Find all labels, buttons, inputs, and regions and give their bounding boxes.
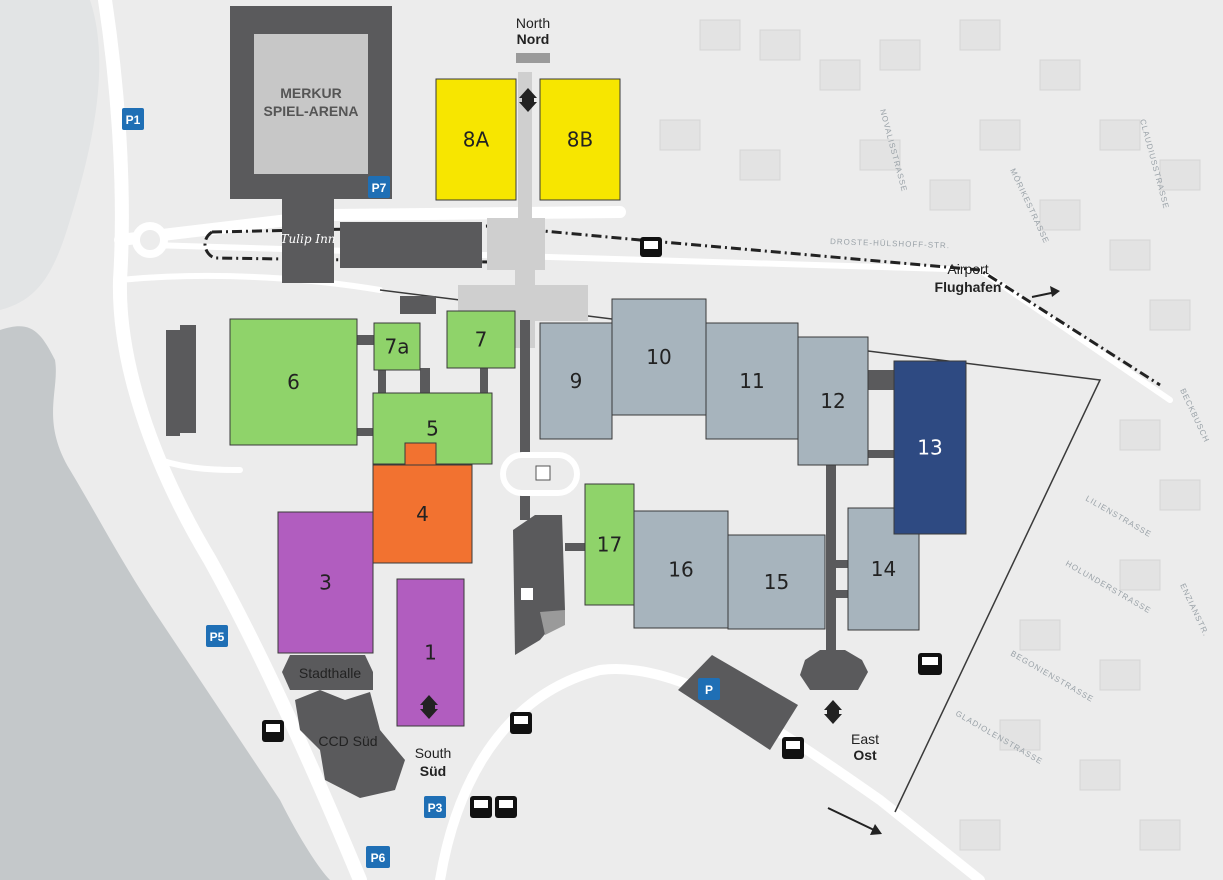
airport-label-de: Flughafen: [935, 279, 1002, 295]
ccd-sued-building: [295, 690, 405, 798]
svg-text:P1: P1: [126, 113, 141, 127]
hall-10[interactable]: [611, 298, 707, 416]
hall-7a[interactable]: [373, 322, 421, 371]
airport-arrow-icon: [1031, 286, 1060, 298]
svg-text:P5: P5: [210, 630, 225, 644]
restaurant-icon: [535, 465, 551, 481]
hotel-name: Tulip Inn: [280, 232, 335, 246]
north-gate-bar: [516, 53, 550, 63]
river-bank: [0, 0, 100, 310]
city-bus-icon-south: [510, 712, 532, 734]
hall-label-7: 7: [475, 328, 488, 352]
parking-sign-p1: P1: [122, 108, 144, 130]
east-entrance-arrow: [824, 700, 842, 724]
south-label-en: South: [415, 745, 452, 761]
shuttle-loop: [203, 230, 491, 264]
hall-12[interactable]: [797, 336, 869, 466]
hall-label-8b: 8B: [567, 128, 593, 152]
airport-label-en: Airport: [947, 261, 988, 277]
hall-label-9: 9: [570, 369, 583, 393]
west-dark-building-a: [166, 330, 180, 436]
city-bus-icon-west: [262, 720, 284, 742]
parking-sign-p6: P6: [366, 846, 390, 868]
hall-6[interactable]: [229, 318, 358, 446]
shuttle-bus-icon-south: [470, 796, 492, 818]
hall-label-8a: 8A: [463, 128, 490, 152]
north-foyer: [487, 218, 545, 270]
info-building-wedge: [540, 610, 565, 635]
hall-label-15: 15: [764, 570, 789, 594]
svg-text:P7: P7: [372, 181, 387, 195]
residential-blocks: [659, 19, 1201, 851]
hall-3[interactable]: [277, 511, 374, 654]
hall-label-11: 11: [739, 369, 764, 393]
east-label-de: Ost: [853, 747, 877, 763]
stadthalle-name: Stadthalle: [299, 665, 361, 681]
north-entrance-arrow: [519, 88, 537, 112]
river-water: [0, 326, 330, 880]
roundabout: [132, 222, 168, 258]
small-dark-building: [400, 296, 436, 314]
south-entrance-arrow: [420, 695, 438, 719]
hotel-building: [282, 198, 334, 283]
hall-8a[interactable]: [435, 78, 517, 201]
ccd-sued-name: CCD Süd: [318, 733, 377, 749]
hall-label-17: 17: [597, 533, 622, 557]
hall-7[interactable]: [446, 310, 516, 369]
svg-text:P3: P3: [428, 801, 443, 815]
parking-sign-p3: P3: [424, 796, 446, 818]
corridors: [356, 320, 894, 650]
arena-name-line2: SPIEL-ARENA: [264, 103, 359, 119]
city-bus-icon-south-2: [495, 796, 517, 818]
west-dark-building-b: [180, 325, 196, 433]
hall-label-5: 5: [426, 417, 439, 441]
north-connector-building: [340, 222, 482, 268]
hall-11[interactable]: [705, 322, 799, 440]
arena-inner: [254, 34, 368, 174]
hall-label-7a: 7a: [385, 335, 410, 359]
stadthalle-building: [282, 655, 373, 690]
hall-label-4: 4: [416, 502, 429, 526]
parking-sign-east: P: [698, 678, 720, 700]
hall-17[interactable]: [584, 483, 635, 606]
street-droste: DROSTE-HÜLSHOFF-STR.: [830, 237, 950, 250]
parking-sign-p7: P7: [368, 176, 390, 198]
hall-label-10: 10: [646, 345, 671, 369]
shuttle-bus-icon-north: [640, 237, 662, 257]
hall-4-annex: [404, 442, 437, 466]
svg-text:P: P: [705, 683, 713, 697]
hall-label-12: 12: [820, 389, 845, 413]
hall-label-16: 16: [668, 558, 693, 582]
hall-16[interactable]: [633, 510, 729, 629]
info-icon: [521, 588, 533, 600]
hall-label-1: 1: [424, 641, 437, 665]
east-entrance-hub: [800, 650, 868, 690]
traffic-direction-arrow-icon: [827, 807, 882, 835]
hall-15[interactable]: [727, 534, 826, 630]
east-label-en: East: [851, 731, 879, 747]
hall-8b[interactable]: [539, 78, 621, 201]
hall-label-3: 3: [319, 571, 332, 595]
hall-13[interactable]: [893, 360, 967, 535]
north-label-de: Nord: [517, 31, 550, 47]
shuttle-bus-icon-east: [918, 653, 942, 675]
parking-sign-p5: P5: [206, 625, 228, 647]
north-label-en: North: [516, 15, 550, 31]
arena-name-line1: MERKUR: [280, 85, 341, 101]
svg-text:P6: P6: [371, 851, 386, 865]
halls-layer: 8A 8B 6 7a 7 5 17 4 3 1 9 10 11 12 14 15 16 13: [229, 78, 967, 727]
hall-label-14: 14: [871, 557, 896, 581]
city-bus-icon-east: [782, 737, 804, 759]
hall-label-6: 6: [287, 370, 300, 394]
south-label-de: Süd: [420, 763, 446, 779]
hall-label-13: 13: [917, 436, 942, 460]
hall-4[interactable]: [372, 464, 473, 564]
